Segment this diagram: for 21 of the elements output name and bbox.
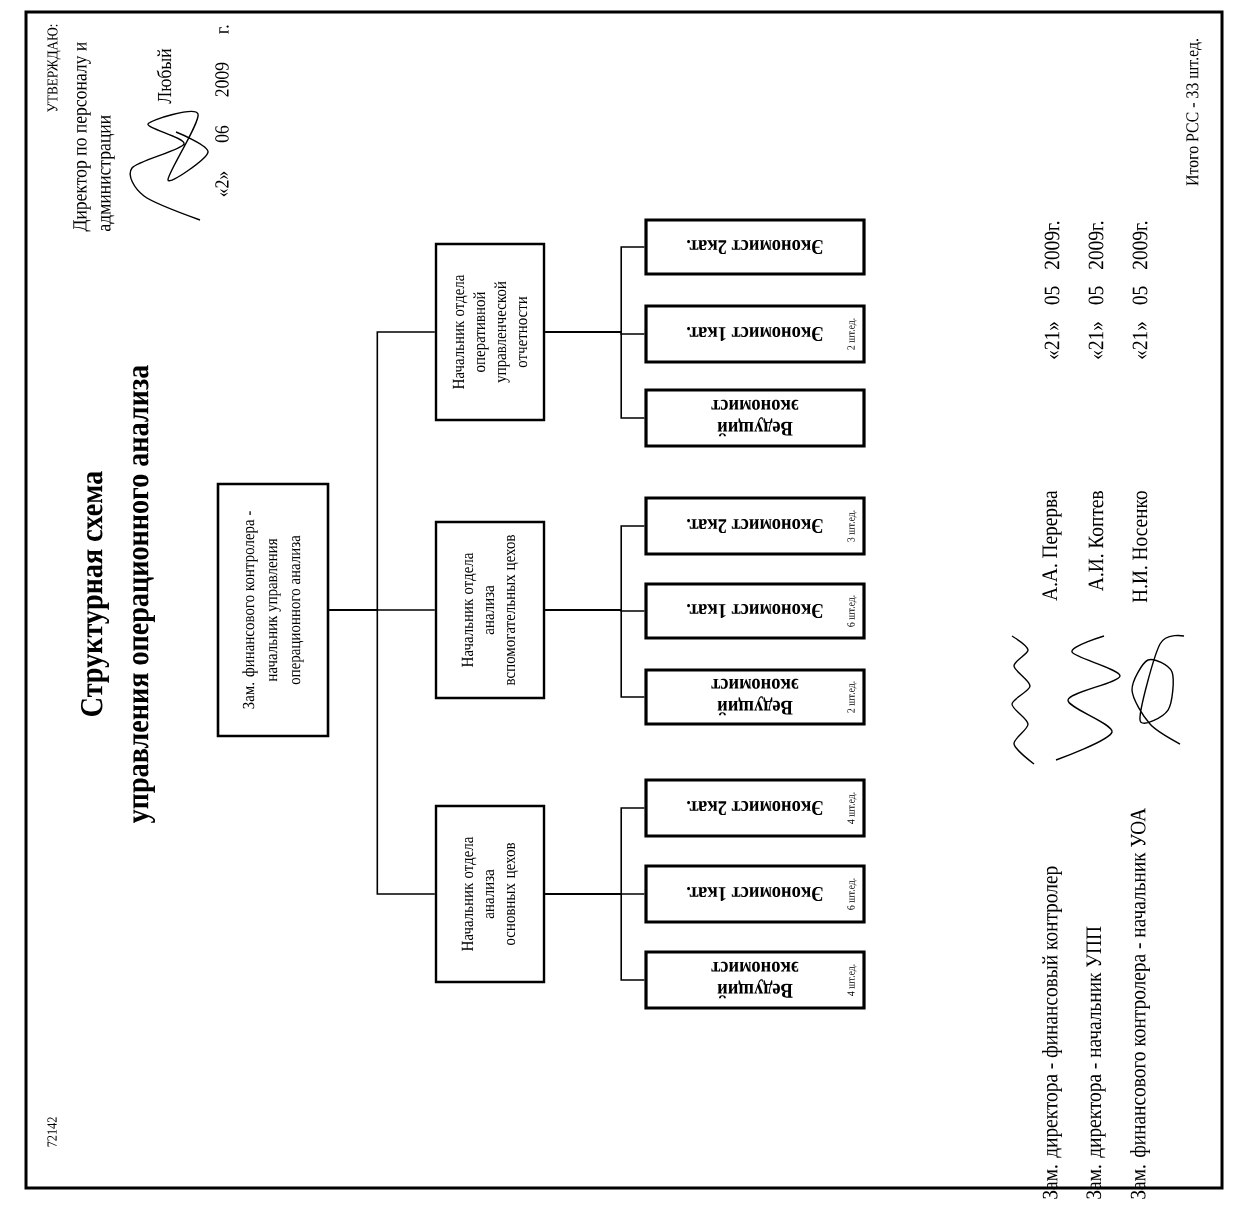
position-box: Начальник отдела оперативной управленческой отчетности [434,242,546,422]
position-box: Зам. финансового контролера - начальник управления операционного анализа [216,482,330,738]
connector [544,246,646,333]
title: Структурная схема управления операционного анализа [80,365,156,824]
position-box: Начальник отдела анализа основных цехов [434,804,546,984]
signatory-name: А.А. Перерва [1042,490,1062,601]
date: «21» 05 2009г. [1044,221,1060,359]
date: «2» 06 2009 г. [215,25,229,197]
date: «21» 05 2009г. [1088,221,1104,359]
connector [544,525,646,611]
connector [544,807,646,895]
approval-text: Директор по персоналу и администрации [73,42,115,232]
position-box: Экономист 2кат. [644,218,866,276]
signatory-name: А.И. Коптев [1088,491,1104,591]
connector [328,331,436,611]
staff-total: Итого РСС - 33 шт.ед. [1186,39,1202,186]
signatory-name: Любый [156,48,172,104]
position-box: Начальник отдела анализа вспомогательных цехов [434,520,546,700]
date: «21» 05 2009г. [1132,221,1148,359]
position-box: Ведущий экономист [644,388,866,448]
signatory-name: Н.И. Носенко [1132,491,1148,603]
